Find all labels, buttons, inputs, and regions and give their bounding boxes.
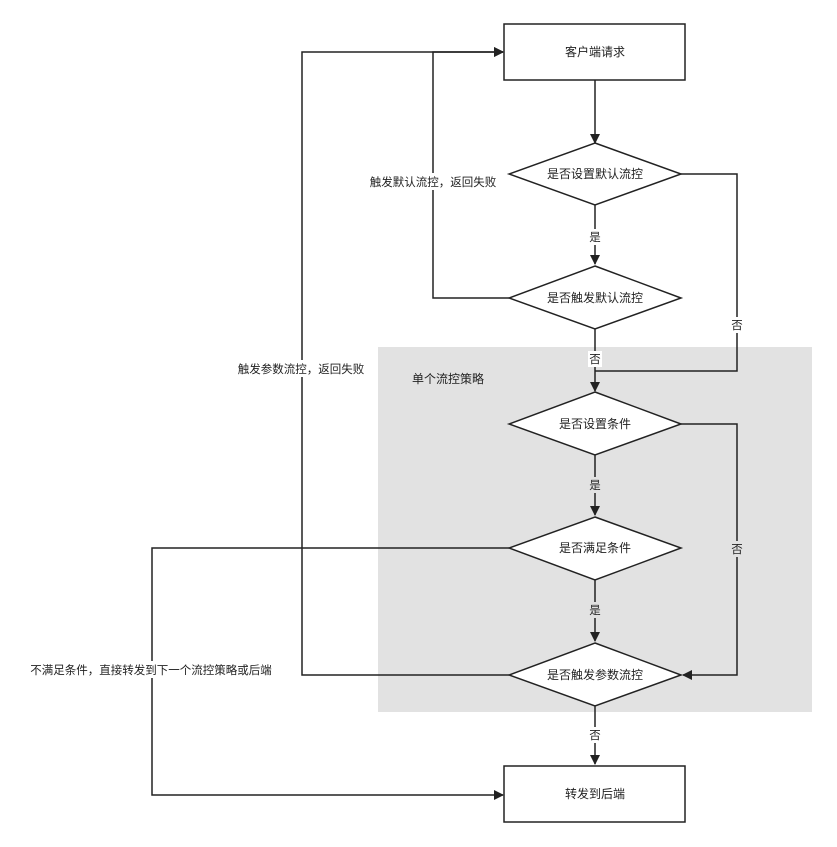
node-has-condition-label: 是否设置条件 (559, 417, 631, 431)
group-label: 单个流控策略 (412, 371, 484, 386)
node-has-condition (506, 391, 684, 456)
node-forward-backend (503, 765, 686, 823)
node-meets-condition-label: 是否满足条件 (559, 541, 631, 555)
node-trigger-param-flow-label: 是否触发参数流控 (547, 667, 643, 682)
label-condition-yes: 是 (589, 478, 601, 492)
node-meets-condition (506, 516, 684, 581)
node-has-default-flow (506, 142, 684, 206)
label-trigger-default-no: 否 (589, 352, 601, 366)
node-client-request-label: 客户端请求 (565, 44, 625, 59)
label-not-meet: 不满足条件，直接转发到下一个流控策略或后端 (30, 663, 272, 677)
label-default-fail: 触发默认流控，返回失败 (370, 175, 497, 189)
node-has-default-flow-label: 是否设置默认流控 (547, 166, 643, 181)
label-param-fail: 触发参数流控，返回失败 (238, 362, 365, 376)
node-forward-backend-label: 转发到后端 (565, 786, 625, 801)
node-trigger-param-flow (506, 642, 684, 707)
edge-default-no (595, 173, 738, 372)
nodes: 客户端请求 是否设置默认流控 是否触发默认流控 是否设置条件 是否满足条件 是否… (503, 23, 686, 823)
edge-labels: 是 否 否 是 否 是 否 触发默认流控，返回失败 触发参数流控，返回失败 不满… (12, 173, 744, 743)
label-default-no: 否 (731, 318, 743, 332)
node-client-request (503, 23, 686, 81)
label-meet-yes: 是 (589, 603, 601, 617)
label-param-no: 否 (589, 728, 601, 742)
node-trigger-default-flow-label: 是否触发默认流控 (547, 290, 643, 305)
node-trigger-default-flow (506, 265, 684, 330)
label-condition-no: 否 (731, 542, 743, 556)
label-default-yes: 是 (589, 230, 601, 244)
